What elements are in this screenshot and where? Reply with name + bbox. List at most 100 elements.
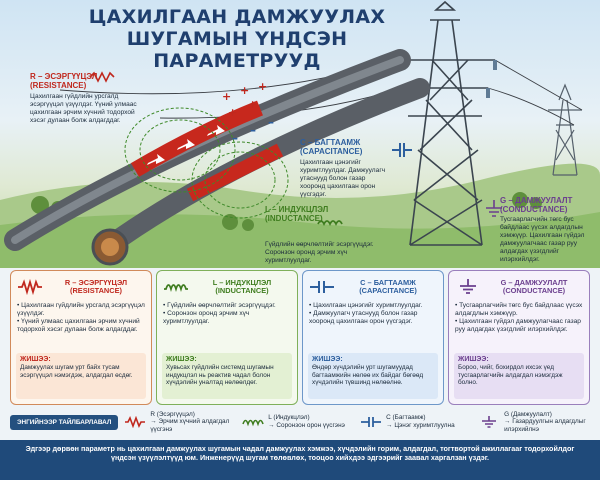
legend-desc: → Газардуулгын алдагдлыг илэрхийлнэ [504,418,586,433]
card-capacitance-example: ЖИШЭЭ: Өндөр хүчдэлийн урт шугамуудад ба… [308,353,438,399]
hero-capacitance-desc: Цахилгаан цэнэгийг хуримтлуулдаг. Дамжуу… [300,159,386,198]
capacitor-icon [392,143,412,157]
card-inductance-example: ЖИШЭЭ: Хувьсах гүйдлийн системд шугамын … [162,353,292,399]
hero-label-capacitance: C – БАГТААМЖ (CAPACITANCE) Цахилгаан цэн… [300,138,390,199]
card-capacitance-subtitle: (CAPACITANCE) [359,286,417,295]
hero-inductance-name: L – ИНДУКЦЛЭЛ [265,205,329,214]
legend-title: ЭНГИЙНЭЭР ТАЙЛБАРЛАВАЛ [10,414,119,430]
positive-charges: +++++ [222,80,267,119]
card-capacitance-title: C – БАГТААМЖ [360,277,416,287]
svg-text:+: + [228,106,237,119]
card-inductance-title: L – ИНДУКЦЛЭЛ [212,277,272,287]
list-item: Цахилгаан гүйдэл дамжуулагчаас газар руу… [455,318,583,334]
example-text: Бороо, чийг, бохирдол ихсэх үед тусгаарл… [458,364,563,387]
card-resistance: R – ЭСЭРГҮҮЦЭЛ (RESISTANCE) Цахилгаан гү… [10,270,152,405]
card-resistance-example: ЖИШЭЭ: Дамжуулах шугам урт байх тусам эс… [16,353,146,399]
distant-tower [548,83,582,176]
list-item: Цахилгаан цэнэгийг хуримтлуулдаг. [309,302,437,310]
resistor-icon [89,71,115,83]
svg-text:–: – [232,131,238,145]
cable-upper-heat [130,100,263,177]
card-conductance-example: ЖИШЭЭ: Бороо, чийг, бохирдол ихсэх үед т… [454,353,584,399]
ground-icon [482,416,497,428]
inductor-icon [242,419,264,427]
hero-label-inductance: L – ИНДУКЦЛЭЛ (INDUCTANCE) Гүйдлийн өөрч… [265,205,375,265]
legend-item-capacitance: C (Багтаамж)→ Цэнэг хуримтлуулна [360,414,472,429]
ground-icon [460,279,476,294]
list-item: Тусгаарлагчийн төгс бус байдлаас үүсэх а… [455,302,583,318]
simple-explanation-legend: ЭНГИЙНЭЭР ТАЙЛБАРЛАВАЛ R (Эсэргүүцэл)→ Э… [10,408,590,436]
card-conductance: G – ДАМЖУУЛАЛТ (CONDUCTANCE) Тусгаарлагч… [448,270,590,405]
hero-conductance-en: (CONDUCTANCE) [500,205,568,214]
hero-illustration: +++++ ––– ЦАХИЛГААН ДАМЖУУЛАХ ШУГАМЫН ҮН… [0,0,600,268]
card-capacitance: C – БАГТААМЖ (CAPACITANCE) Цахилгаан цэн… [302,270,444,405]
page-title: ЦАХИЛГААН ДАМЖУУЛАХ ШУГАМЫН ҮНДСЭН ПАРАМ… [62,6,412,72]
example-text: Хувьсах гүйдлийн системд шугамын индукцл… [166,364,274,387]
hero-conductance-name: G – ДАМЖУУЛАЛТ [500,196,573,205]
card-inductance-bullets: Гүйдлийн өөрчлөлтийг эсэргүүцдэг. Соронз… [163,302,291,344]
card-inductance: L – ИНДУКЦЛЭЛ (INDUCTANCE) Гүйдлийн өөрч… [156,270,298,405]
hero-resistance-en: (RESISTANCE) [30,81,87,90]
list-item: Соронзон оронд эрчим хүч хуримтлуулдаг. [163,310,291,326]
example-text: Дамжуулах шугам урт байх тусам эсэргүүцэ… [20,364,133,379]
legend-desc: → Соронзон орон үүсгэнэ [268,422,345,429]
legend-item-conductance: G (Дамжуулалт)→ Газардуулгын алдагдлыг и… [478,411,590,434]
example-heading: ЖИШЭЭ: [20,356,51,363]
hero-capacitance-name: C – БАГТААМЖ [300,138,361,147]
card-conductance-title: G – ДАМЖУУЛАЛТ [500,277,568,287]
svg-text:+: + [248,98,257,111]
current-arrows [147,125,225,165]
capacitor-icon [361,417,382,427]
list-item: Гүйдлийн өөрчлөлтийг эсэргүүцдэг. [163,302,291,310]
cable-core [101,238,119,256]
legend-desc: → Эрчим хүчний алдагдал үүсгэнэ [150,418,230,433]
title-line-1: ЦАХИЛГААН ДАМЖУУЛАХ [88,6,386,28]
card-resistance-bullets: Цахилгаан гүйдлийн урсгалд эсэргүүцэл үз… [17,302,145,344]
list-item: Цахилгаан гүйдлийн урсгалд эсэргүүцэл үз… [17,302,145,318]
inductor-icon [164,284,188,293]
hero-inductance-desc: Гүйдлийн өөрчлөлтийг эсэргүүцдэг. Соронз… [265,241,374,264]
list-item: Үүний улмаас цахилгаан эрчим хүчний тодо… [17,318,145,334]
resistor-icon [125,416,146,428]
magnetic-field-rings [124,107,289,219]
example-heading: ЖИШЭЭ: [458,356,489,363]
parameter-cards: R – ЭСЭРГҮҮЦЭЛ (RESISTANCE) Цахилгаан гү… [10,270,590,405]
resistor-icon [18,279,42,295]
legend-desc: → Цэнэг хуримтлуулна [386,422,455,429]
hero-scene-svg: +++++ ––– [0,0,600,268]
example-heading: ЖИШЭЭ: [312,356,343,363]
svg-text:+: + [258,80,267,93]
card-inductance-subtitle: (INDUCTANCE) [215,286,269,295]
legend-label: R (Эсэргүүцэл) [150,410,195,418]
legend-label: L (Индукцлэл) [268,414,310,422]
list-item: Дамжуулагч утаснууд болон газар хооронд … [309,310,437,326]
svg-text:–: – [250,123,256,137]
hero-conductance-desc: Тусгаарлагчийн төгс бус байдлаас үүсэх а… [500,216,585,263]
svg-text:+: + [240,84,249,97]
hero-label-resistance: R – ЭСЭРГҮҮЦЭЛ (RESISTANCE) Цахилгаан гү… [30,72,140,125]
svg-text:–: – [268,115,274,129]
card-resistance-title: R – ЭСЭРГҮҮЦЭЛ [64,277,128,287]
legend-label: C (Багтаамж) [386,414,426,422]
capacitor-icon [310,281,334,293]
example-text: Өндөр хүчдэлийн урт шугамуудад багтаамжи… [312,364,424,387]
title-line-2: ШУГАМЫН ҮНДСЭН ПАРАМЕТРУУД [126,28,348,72]
hero-label-conductance: G – ДАМЖУУЛАЛТ (CONDUCTANCE) Тусгаарлагч… [500,196,596,264]
hero-inductance-en: (INDUCTANCE) [265,214,323,223]
legend-item-inductance: L (Индукцлэл)→ Соронзон орон үүсгэнэ [242,414,354,429]
ground-icon [486,200,502,217]
card-resistance-subtitle: (RESISTANCE) [69,286,122,295]
main-tower [395,0,495,246]
card-conductance-bullets: Тусгаарлагчийн төгс бус байдлаас үүсэх а… [455,302,583,344]
footer-summary: Эдгээр дөрвөн параметр нь цахилгаан дамж… [0,440,600,480]
card-conductance-subtitle: (CONDUCTANCE) [502,286,566,295]
legend-label: G (Дамжуулалт) [504,410,552,418]
legend-item-resistance: R (Эсэргүүцэл)→ Эрчим хүчний алдагдал үү… [124,411,236,434]
negative-charges: ––– [232,115,274,145]
svg-text:+: + [222,90,231,103]
cable-lower-heat [186,143,284,202]
hero-capacitance-en: (CAPACITANCE) [300,147,363,156]
inductor-icon [317,220,343,227]
hero-resistance-desc: Цахилгаан гүйдлийн урсгалд эсэргүүцэл үз… [30,93,137,124]
example-heading: ЖИШЭЭ: [166,356,197,363]
